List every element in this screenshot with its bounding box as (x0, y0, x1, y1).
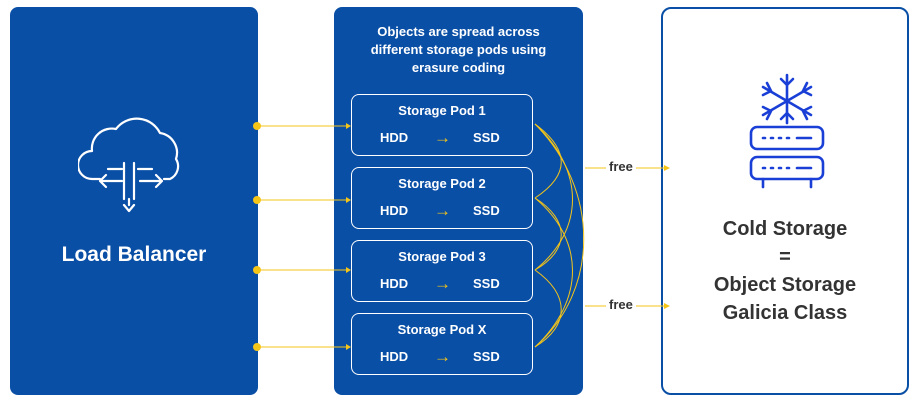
cold-storage-panel: Cold Storage = Object Storage Galicia Cl… (661, 7, 909, 395)
storage-pod-2: Storage Pod 2 HDD → SSD (351, 167, 533, 229)
pod-from-label: HDD (380, 349, 409, 364)
load-balancer-title: Load Balancer (61, 243, 207, 266)
pod-from-label: HDD (380, 130, 409, 145)
storage-pod-1: Storage Pod 1 HDD → SSD (351, 94, 533, 156)
pod-to-label: SSD (473, 130, 500, 145)
right-arrow-icon: → (434, 128, 451, 147)
right-arrow-icon: → (434, 274, 451, 293)
pod-name: Storage Pod 3 (398, 249, 486, 264)
pod-to-label: SSD (473, 276, 500, 291)
pod-from-label: HDD (380, 276, 409, 291)
pod-name: Storage Pod X (397, 322, 487, 337)
erasure-coding-caption: Objects are spread across different stor… (370, 24, 547, 75)
pod-name: Storage Pod 1 (398, 103, 486, 118)
free-label-bottom: free (606, 297, 636, 312)
right-arrow-icon: → (434, 347, 451, 366)
pod-from-label: HDD (380, 203, 409, 218)
cold-storage-title: Cold Storage = Object Storage Galicia Cl… (713, 218, 857, 324)
frozen-server-icon (749, 73, 825, 189)
right-arrow-icon: → (434, 201, 451, 220)
storage-pod-x: Storage Pod X HDD → SSD (351, 313, 533, 375)
cloud-split-icon (78, 117, 180, 213)
pod-to-label: SSD (473, 203, 500, 218)
free-label-top: free (606, 159, 636, 174)
pod-to-label: SSD (473, 349, 500, 364)
load-balancer-panel: Load Balancer (10, 7, 258, 395)
storage-pod-3: Storage Pod 3 HDD → SSD (351, 240, 533, 302)
pod-name: Storage Pod 2 (398, 176, 486, 191)
